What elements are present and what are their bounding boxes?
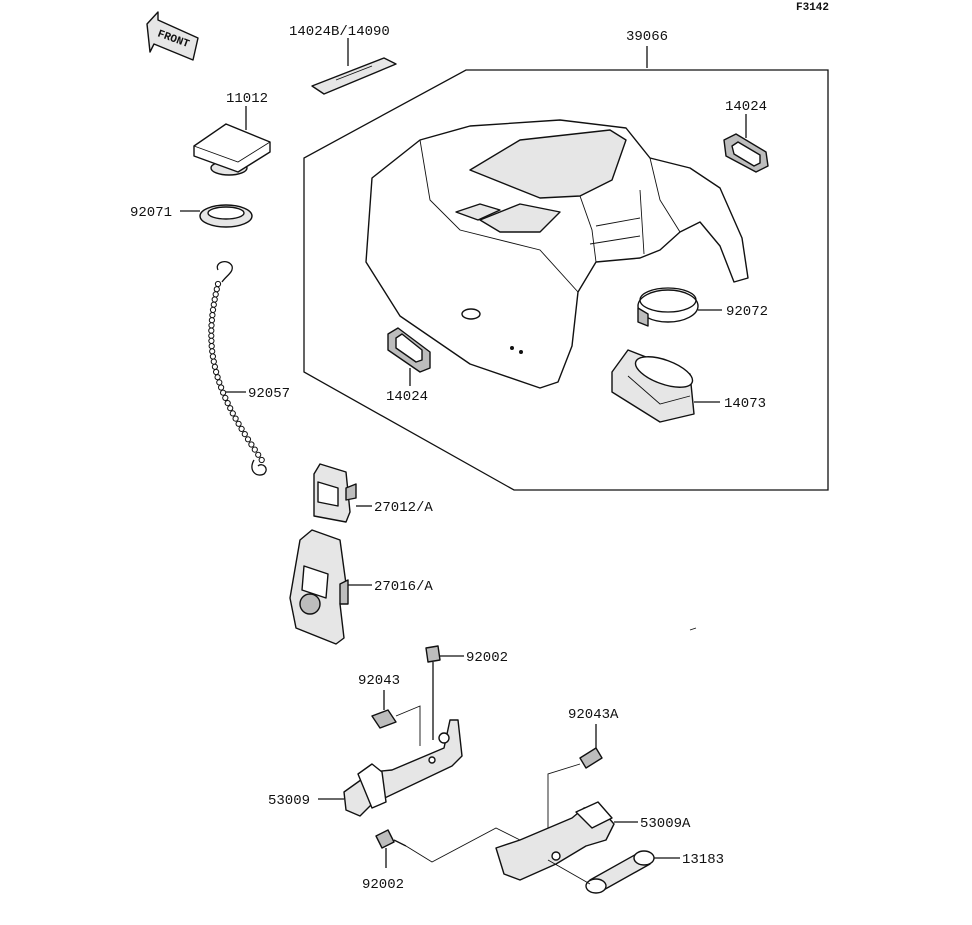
label-92057: 92057 bbox=[248, 386, 290, 402]
assembly-outline bbox=[303, 69, 829, 491]
bolt-92002-top bbox=[425, 645, 464, 740]
label-27012-a: 27012/A bbox=[374, 500, 433, 516]
label-53009a: 53009A bbox=[640, 816, 691, 832]
chain-bead bbox=[224, 400, 231, 407]
label-14073: 14073 bbox=[724, 396, 766, 412]
front-arrow-icon: FRONT bbox=[146, 11, 199, 61]
chain-bead bbox=[248, 441, 255, 448]
chain-bead bbox=[244, 436, 252, 443]
chain-bead bbox=[213, 286, 220, 293]
label-27016-a: 27016/A bbox=[374, 579, 433, 595]
chain-bead bbox=[211, 296, 218, 303]
label-92043: 92043 bbox=[358, 673, 400, 689]
chain-bead bbox=[214, 280, 222, 288]
chain-bead bbox=[210, 358, 217, 365]
part-14024b-strip bbox=[311, 38, 397, 95]
boot-14073 bbox=[611, 349, 720, 423]
bolt-92043 bbox=[371, 690, 421, 746]
chain-bead bbox=[208, 343, 215, 350]
grommet-14024-mid bbox=[387, 327, 431, 386]
chain-bead bbox=[210, 301, 217, 308]
chain-bead bbox=[218, 384, 225, 391]
chain-bead bbox=[235, 420, 242, 427]
chain-bead bbox=[241, 431, 248, 438]
label-14024b-14090: 14024B/14090 bbox=[289, 24, 390, 40]
bracket-53009 bbox=[318, 719, 463, 817]
link-13183 bbox=[547, 850, 680, 894]
band-92072 bbox=[637, 287, 722, 327]
chain-clip-bottom bbox=[251, 459, 267, 476]
cap-11012 bbox=[193, 106, 271, 176]
chain-bead bbox=[214, 374, 221, 381]
chain-bead bbox=[220, 389, 227, 396]
clamp-27016 bbox=[289, 529, 372, 645]
chain-bead bbox=[251, 446, 258, 453]
label-92002-bottom: 92002 bbox=[362, 877, 404, 893]
label-11012: 11012 bbox=[226, 91, 268, 107]
bracket-53009a bbox=[495, 801, 638, 881]
chain-bead bbox=[208, 322, 215, 329]
label-92043a: 92043A bbox=[568, 707, 619, 723]
label-92071: 92071 bbox=[130, 205, 172, 221]
figure-code: F3142 bbox=[796, 2, 829, 14]
chain-bead bbox=[227, 405, 234, 412]
chain-bead bbox=[222, 394, 229, 401]
chain-bead bbox=[209, 348, 216, 355]
chain-bead bbox=[238, 425, 245, 432]
chain-bead bbox=[209, 353, 216, 360]
chain-bead bbox=[209, 312, 216, 319]
chain-bead bbox=[208, 332, 215, 339]
label-92072: 92072 bbox=[726, 304, 768, 320]
speck bbox=[689, 627, 697, 631]
label-92002-top: 92002 bbox=[466, 650, 508, 666]
label-39066: 39066 bbox=[626, 29, 668, 45]
chain-bead bbox=[213, 368, 220, 376]
label-53009: 53009 bbox=[268, 793, 310, 809]
label-13183: 13183 bbox=[682, 852, 724, 868]
grommet-14024-top bbox=[723, 114, 769, 173]
latch-27012 bbox=[313, 463, 372, 523]
chain-bead bbox=[211, 363, 218, 370]
chain-clip-top bbox=[216, 260, 233, 283]
bolt-92002-bottom bbox=[375, 827, 521, 868]
label-14024-top: 14024 bbox=[725, 99, 767, 115]
cover-39066 bbox=[365, 119, 749, 389]
chain-92057 bbox=[208, 260, 267, 476]
chain-bead bbox=[208, 317, 215, 324]
chain-bead bbox=[232, 415, 239, 422]
ring-92071 bbox=[180, 204, 253, 228]
chain-bead bbox=[229, 410, 236, 417]
chain-bead bbox=[258, 456, 265, 464]
chain-bead bbox=[208, 337, 215, 344]
label-14024-mid: 14024 bbox=[386, 389, 428, 405]
chain-bead bbox=[209, 306, 217, 313]
bolt-92043a bbox=[547, 724, 603, 836]
chain-bead bbox=[212, 291, 219, 298]
chain-bead bbox=[255, 451, 262, 458]
chain-bead bbox=[216, 379, 223, 386]
chain-bead bbox=[208, 327, 215, 334]
